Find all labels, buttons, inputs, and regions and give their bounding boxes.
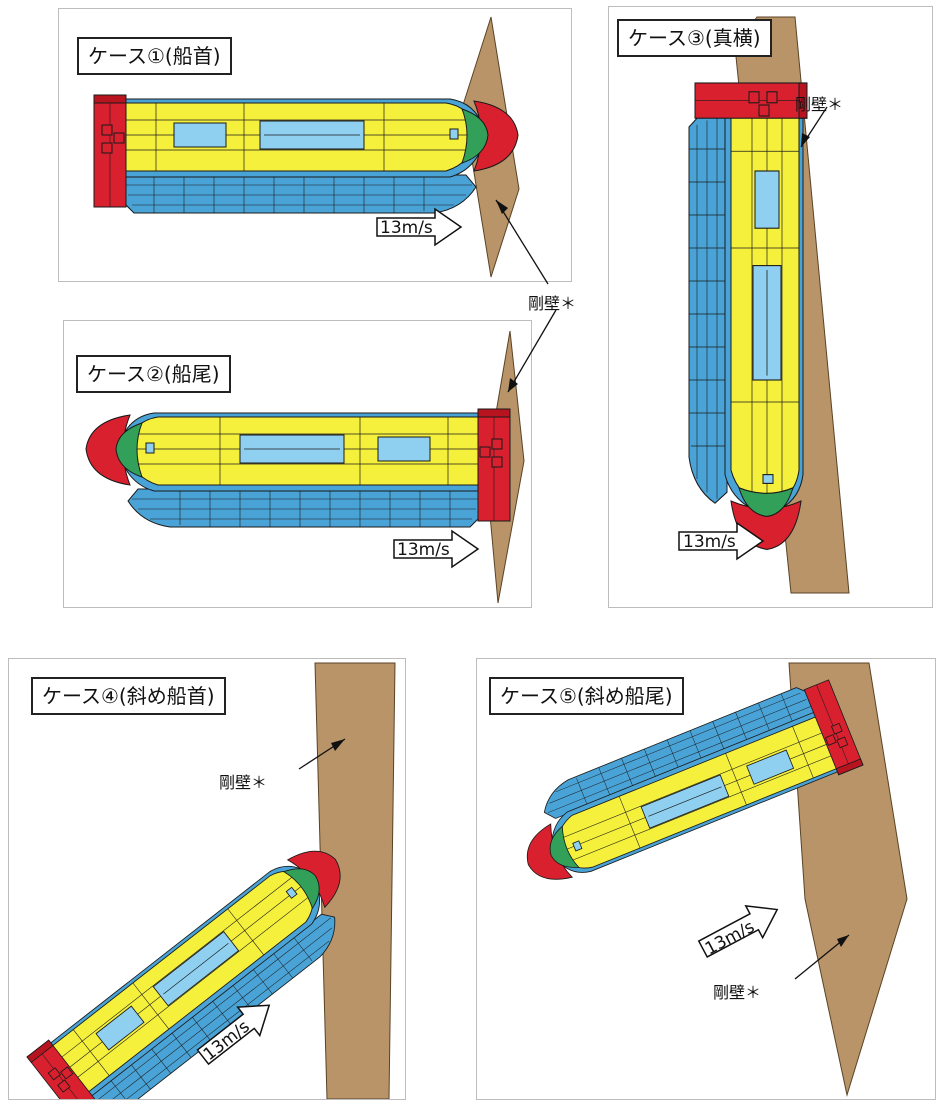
case-4-caption: ケース④(斜め船首): [31, 677, 226, 715]
wall-label: 剛壁＊: [795, 95, 844, 114]
case-5-caption: ケース⑤(斜め船尾): [489, 677, 684, 715]
panel-case-4: 13m/s ケース④(斜め船首) 剛壁＊: [8, 658, 406, 1100]
speed-label: 13m/s: [397, 540, 450, 560]
shared-wall-label: 剛壁＊: [528, 294, 577, 313]
case-5-scene: 13m/s: [503, 662, 908, 1097]
wall-label: 剛壁＊: [219, 773, 268, 792]
case-2-caption: ケース②(船尾): [76, 355, 231, 393]
case-2-scene: 13m/s: [85, 330, 525, 604]
case-1-scene: 13m/s: [93, 16, 520, 278]
panel-case-3: 13m/s ケース③(真横) 剛壁＊: [608, 6, 933, 608]
panel-case-5: 13m/s ケース⑤(斜め船尾) 剛壁＊: [476, 658, 936, 1100]
speed-label: 13m/s: [683, 532, 736, 552]
case-3-caption: ケース③(真横): [617, 19, 772, 57]
ship-model: [688, 82, 808, 550]
speed-label: 13m/s: [702, 917, 758, 960]
case-4-scene: 13m/s: [26, 662, 396, 1099]
case-3-scene: 13m/s: [678, 16, 850, 594]
case-1-caption: ケース①(船首): [77, 37, 232, 75]
wall-label: 剛壁＊: [713, 983, 762, 1002]
panel-case-1: 13m/s ケース①(船首): [58, 8, 572, 282]
shared-wall-annotation: [495, 199, 557, 393]
panel-case-2: 13m/s ケース②(船尾): [63, 320, 532, 608]
speed-label: 13m/s: [380, 218, 433, 238]
